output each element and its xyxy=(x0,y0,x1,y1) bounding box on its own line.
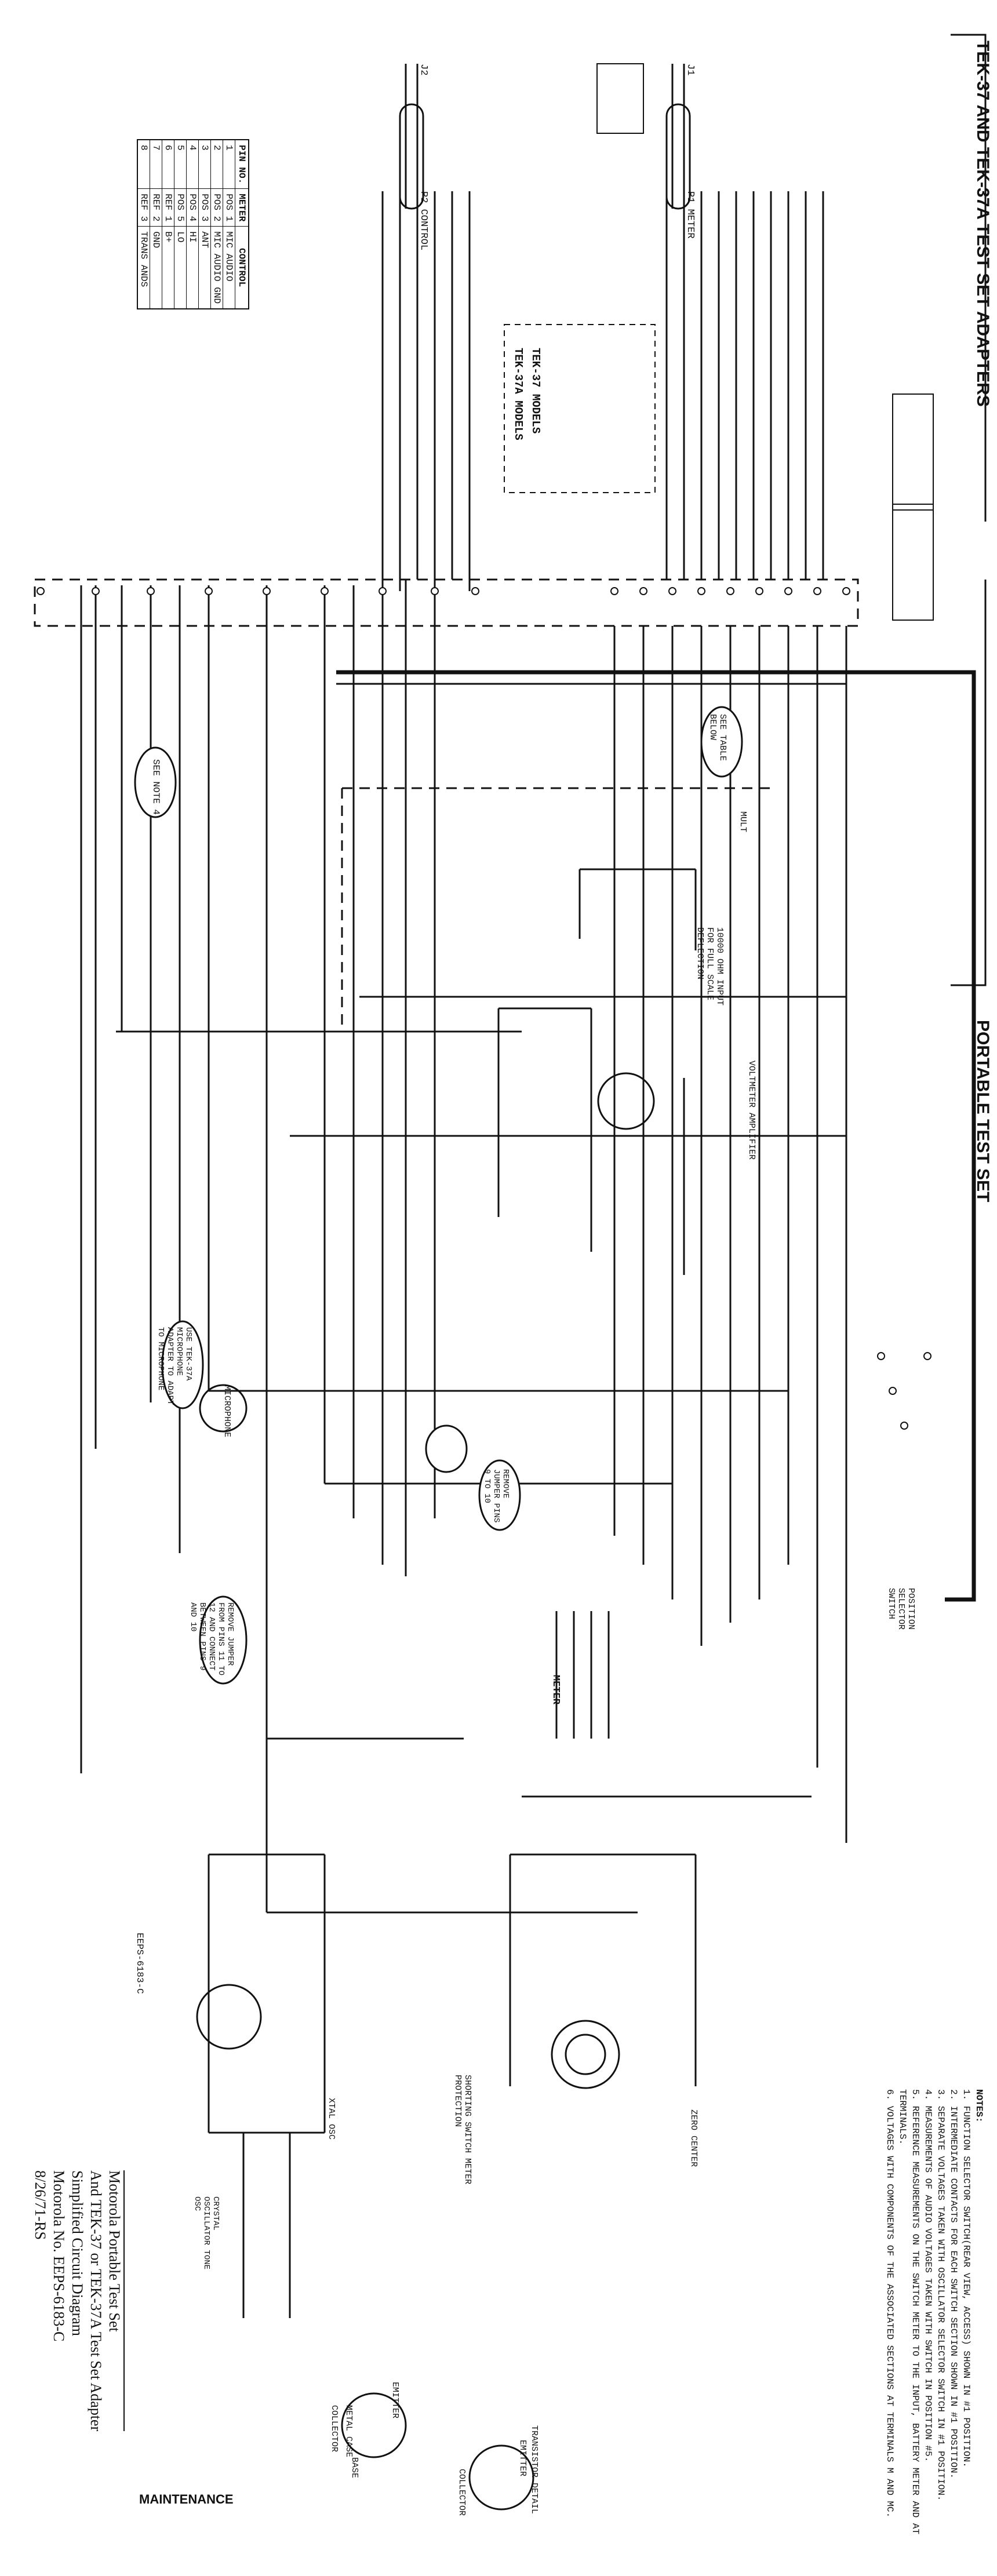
caption-line-2: And TEK-37 or TEK-37A Test Set Adapter xyxy=(88,2170,104,2432)
pin-table-header-meter: METER xyxy=(235,188,249,227)
collector-label-1: COLLECTOR xyxy=(329,2405,339,2453)
note-1: 1. FUNCTION SELECTOR SWITCH(REAR VIEW, A… xyxy=(961,2089,971,2468)
pin-table-cell: LO xyxy=(174,226,187,309)
crystal-osc-note: CRYSTAL OSCILLATOR TONE OSC xyxy=(192,2196,220,2270)
xtal-osc-label: XTAL OSC xyxy=(326,2098,336,2140)
note-6: 6. VOLTAGES WITH COMPONENTS OF THE ASSOC… xyxy=(885,2089,895,2518)
emitter-label-1: EMITTER xyxy=(390,2382,400,2419)
pin-table-cell: POS 1 xyxy=(223,188,235,227)
voltmeter-amplifier-label: VOLTMETER AMPLIFIER xyxy=(747,1061,756,1160)
pin-table-cell: REF 2 xyxy=(150,188,162,227)
pin-table-cell: 8 xyxy=(137,140,150,189)
position-selector-label: POSITION SELECTOR SWITCH xyxy=(886,1588,916,1630)
tek37-models-label: TEK-37 MODELS xyxy=(529,348,542,434)
caption-line-4: Motorola No. EEPS-6183-C xyxy=(50,2170,67,2342)
pin-table-cell: 4 xyxy=(186,140,199,189)
caption-line-1: Motorola Portable Test Set xyxy=(105,2170,125,2432)
pin-table-cell: 3 xyxy=(198,140,211,189)
callout-shorting-switch: SHORTING SWITCH METER PROTECTION xyxy=(453,2075,472,2185)
pin-table-cell: REF 3 xyxy=(137,188,150,227)
pin-table-cell: GND xyxy=(150,226,162,309)
portable-test-set-title: PORTABLE TEST SET xyxy=(973,1020,992,1203)
base-label-1: BASE xyxy=(350,2457,359,2479)
pin-table-cell: B+ xyxy=(162,226,174,309)
connector-p1-label: P1 METER xyxy=(685,191,696,239)
metal-case-label: METAL CASE xyxy=(344,2405,354,2458)
pin-table-cell: 7 xyxy=(150,140,162,189)
pin-table-cell: 6 xyxy=(162,140,174,189)
callout-mic-adapter: USE TEK-37A MICROPHONE ADAPTER TO ADAPT … xyxy=(156,1327,193,1405)
connector-p2-label: P2 CONTROL xyxy=(418,191,429,251)
pin-table-cell: 2 xyxy=(210,140,223,189)
microphone-label: MICROPHONE xyxy=(222,1385,232,1438)
pin-table-cell: 1 xyxy=(223,140,235,189)
pin-table-cell: POS 4 xyxy=(186,188,199,227)
pin-table-header-control: CONTROL xyxy=(235,226,249,309)
callout-see-note-4: SEE NOTE 4 xyxy=(151,759,161,815)
caption-block: Motorola Portable Test Set And TEK-37 or… xyxy=(31,2170,125,2432)
jack-j1-label: J1 xyxy=(685,64,696,76)
note-2: 2. INTERMEDIATE CONTACTS FOR EACH SWITCH… xyxy=(948,2089,959,2479)
caption-line-3: Simplified Circuit Diagram xyxy=(69,2170,86,2336)
notes-block: NOTES: 1. FUNCTION SELECTOR SWITCH(REAR … xyxy=(883,2089,985,2564)
transistor-detail-label: TRANSISTOR DETAIL xyxy=(529,2425,539,2515)
note-5: 5. REFERENCE MEASUREMENTS ON THE SWITCH … xyxy=(897,2089,920,2535)
note-3: 3. SEPARATE VOLTAGES TAKEN WITH OSCILLAT… xyxy=(936,2089,946,2501)
zero-center-label: ZERO CENTER xyxy=(689,2109,698,2167)
pin-table-cell: POS 2 xyxy=(210,188,223,227)
callout-see-table-below: SEE TABLE BELOW xyxy=(708,714,727,761)
meter-label: METER xyxy=(550,1675,561,1705)
pin-table-header-pin: PIN NO. xyxy=(235,140,249,189)
pin-table-cell: MIC AUDIO xyxy=(223,226,235,309)
pin-table-cell: HI xyxy=(186,226,199,309)
callout-remove-jumper-9-10: REMOVE JUMPER PINS 9 TO 10 xyxy=(482,1469,510,1523)
input-note-label: 10000 OHM INPUT FOR FULL SCALE DEFLECTIO… xyxy=(695,927,725,1006)
doc-number: EEPS-6183-C xyxy=(134,1933,145,1994)
tek37a-models-label: TEK-37A MODELS xyxy=(512,348,525,440)
pin-table-cell: ANT xyxy=(198,226,211,309)
footer-maintenance: MAINTENANCE xyxy=(139,2492,234,2506)
pin-table-cell: TRANS ANDS xyxy=(137,226,150,309)
caption-line-5: 8/26/71-RS xyxy=(32,2170,49,2240)
pin-table-cell: REF 1 xyxy=(162,188,174,227)
pin-table-cell: MIC AUDIO GND xyxy=(210,226,223,309)
note-4: 4. MEASUREMENTS OF AUDIO VOLTAGES TAKEN … xyxy=(923,2089,933,2462)
collector-label-2: COLLECTOR xyxy=(457,2469,467,2516)
mult-label: MULT xyxy=(738,811,748,833)
notes-heading: NOTES: xyxy=(974,2089,984,2123)
pin-table-cell: POS 3 xyxy=(198,188,211,227)
adapters-title: TEK-37 AND TEK-37A TEST SET ADAPTERS xyxy=(973,41,992,407)
emitter-label-2: EMITTER xyxy=(518,2440,527,2477)
jack-j2-label: J2 xyxy=(418,64,429,76)
pin-table-cell: 5 xyxy=(174,140,187,189)
pin-table-cell: POS 5 xyxy=(174,188,187,227)
callout-remove-jumper-11-12: REMOVE JUMPER FROM PINS 11 TO 12 AND CON… xyxy=(188,1602,235,1676)
